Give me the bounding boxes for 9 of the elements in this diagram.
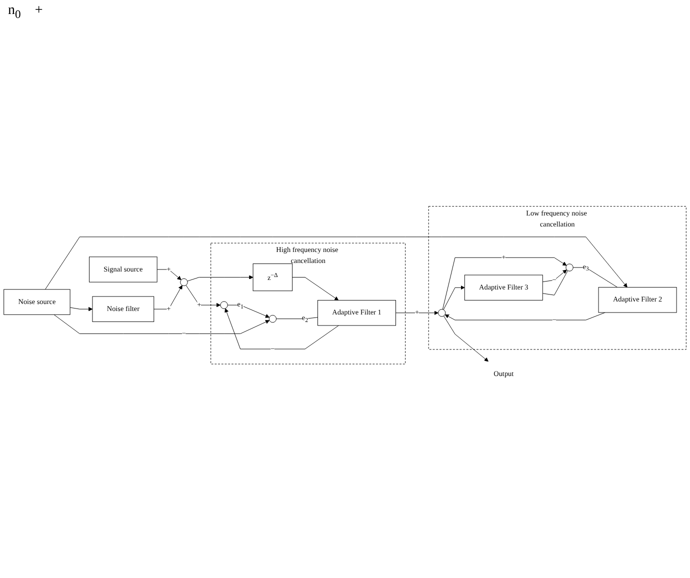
- node-circle: [566, 263, 574, 272]
- signal-label: +: [34, 3, 43, 20]
- node-circle: [268, 314, 277, 322]
- node-circle: [438, 308, 446, 317]
- connector: [572, 267, 618, 288]
- connector: [276, 316, 318, 319]
- signal-label: n$_{0}$: [8, 3, 21, 21]
- node-circle: [220, 301, 228, 309]
- node-circle: [180, 278, 188, 286]
